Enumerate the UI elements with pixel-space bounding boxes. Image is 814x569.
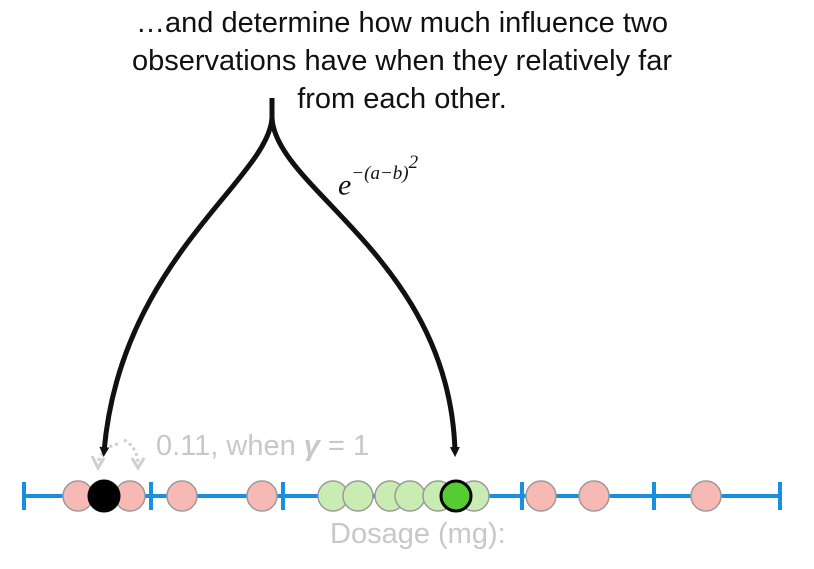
faint-left-arrowhead [90, 455, 106, 472]
kernel-formula: e−(a−b)2 [338, 152, 418, 202]
faint-right-arrowhead [130, 457, 146, 471]
formula-base: e [338, 168, 352, 202]
kernel-value-rest: = 1 [319, 430, 370, 462]
observation-dot-11 [578, 480, 610, 512]
observation-dots [62, 479, 722, 513]
faint-right-arrow [123, 438, 140, 463]
axis-label: Dosage (mg): [330, 518, 506, 550]
highlighted-observation-14 [439, 479, 473, 513]
formula-exponent-text: −(a−b) [351, 163, 409, 185]
observation-dot-3 [246, 480, 278, 512]
caption-line-1: …and determine how much influence two [136, 7, 668, 39]
observation-dot-7 [394, 480, 426, 512]
observation-dot-12 [690, 480, 722, 512]
right-curved-arrow [269, 117, 460, 457]
axis-ticks [22, 482, 782, 510]
caption-line-2: observations have when they relatively f… [131, 45, 672, 77]
formula-power: 2 [408, 152, 419, 173]
faint-left-arrow [96, 442, 119, 463]
left-curved-arrow [99, 98, 275, 457]
gamma-symbol: γ [303, 430, 320, 462]
observation-dot-2 [166, 480, 198, 512]
observation-dot-10 [525, 480, 557, 512]
observation-dot-5 [342, 480, 374, 512]
kernel-value-note: 0.11, when γ = 1 [156, 430, 369, 463]
caption: …and determine how much influence two ob… [92, 4, 712, 118]
kernel-value-text: 0.11, when [156, 430, 304, 462]
highlighted-observation-13 [87, 479, 121, 513]
caption-line-3: from each other. [297, 83, 507, 115]
formula-exponent: −(a−b)2 [351, 152, 418, 185]
